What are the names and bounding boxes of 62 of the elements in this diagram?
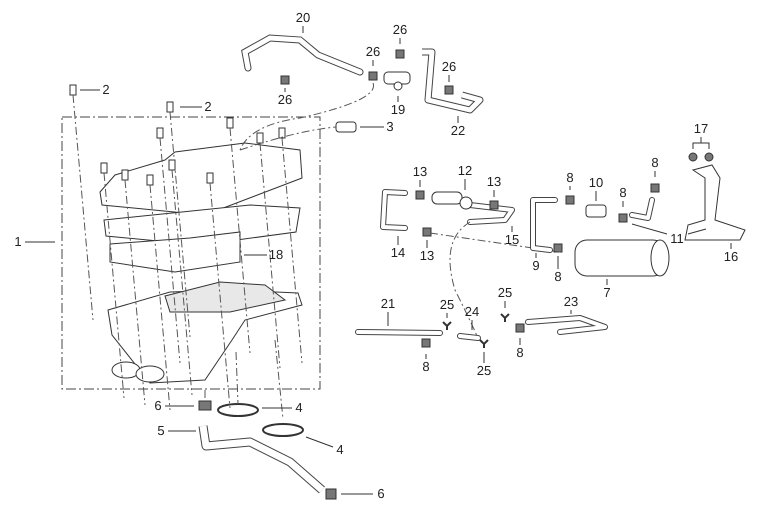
callout-number: 26: [442, 60, 456, 74]
callout-number: 18: [268, 248, 284, 262]
callout-number: 14: [390, 246, 406, 260]
leader-line: [632, 224, 668, 234]
callout-number: 1: [14, 235, 22, 249]
callout-number: 22: [450, 124, 466, 138]
callout-number: 20: [296, 11, 310, 25]
leader-line: [464, 178, 466, 190]
leader-line: [622, 200, 624, 208]
leader-line: [302, 26, 304, 34]
callout-number: 13: [486, 175, 502, 189]
callout-number: 2: [102, 83, 110, 97]
callout-number: 13: [420, 249, 434, 263]
callout-number: 17: [694, 122, 708, 136]
callout-number: 12: [458, 164, 472, 178]
leader-line: [654, 170, 656, 178]
leader-line: [446, 312, 448, 318]
callout-number: 6: [154, 399, 162, 413]
callout-number: 8: [619, 186, 627, 200]
leader-line: [730, 242, 732, 250]
leader-line: [426, 240, 428, 248]
callout-number: 23: [564, 295, 578, 309]
callout-number: 19: [390, 103, 406, 117]
leader-line: [688, 228, 706, 234]
leader-line: [360, 126, 384, 128]
callout-number: 11: [670, 232, 684, 246]
leader-line: [180, 106, 202, 108]
leader-line: [168, 430, 196, 432]
callout-number: 25: [498, 286, 512, 300]
callout-number: 25: [476, 364, 492, 378]
leader-line: [700, 136, 710, 150]
leader-line: [372, 60, 374, 66]
callout-number: 26: [366, 45, 380, 59]
callout-number: 2: [204, 100, 212, 114]
callout-number: 6: [377, 487, 385, 501]
leader-line: [306, 436, 334, 448]
leader-line: [504, 300, 506, 308]
callout-number: 4: [336, 443, 344, 457]
callout-number: 16: [724, 250, 738, 264]
leader-line: [284, 88, 286, 92]
leader-line: [448, 74, 450, 82]
callout-number: 13: [412, 165, 428, 179]
callout-number: 26: [278, 93, 292, 107]
callout-number: 10: [588, 176, 604, 190]
callout-number: 21: [380, 297, 396, 311]
callout-number: 5: [157, 424, 165, 438]
callout-number: 9: [532, 259, 540, 273]
callout-number: 8: [422, 360, 430, 374]
callout-number: 7: [603, 286, 611, 300]
leader-line: [244, 254, 268, 256]
callout-number: 26: [392, 23, 408, 37]
callout-number: 24: [464, 305, 480, 319]
callout-number: 15: [504, 233, 520, 247]
callout-number: 3: [386, 120, 394, 134]
leader-line: [606, 278, 608, 286]
leader-line: [570, 310, 572, 314]
callout-number: 8: [554, 270, 562, 284]
callout-number: 8: [516, 346, 524, 360]
callout-number: 8: [651, 156, 659, 170]
callout-number: 25: [440, 298, 454, 312]
callout-number: 8: [566, 171, 574, 185]
callout-number: 4: [295, 401, 303, 415]
